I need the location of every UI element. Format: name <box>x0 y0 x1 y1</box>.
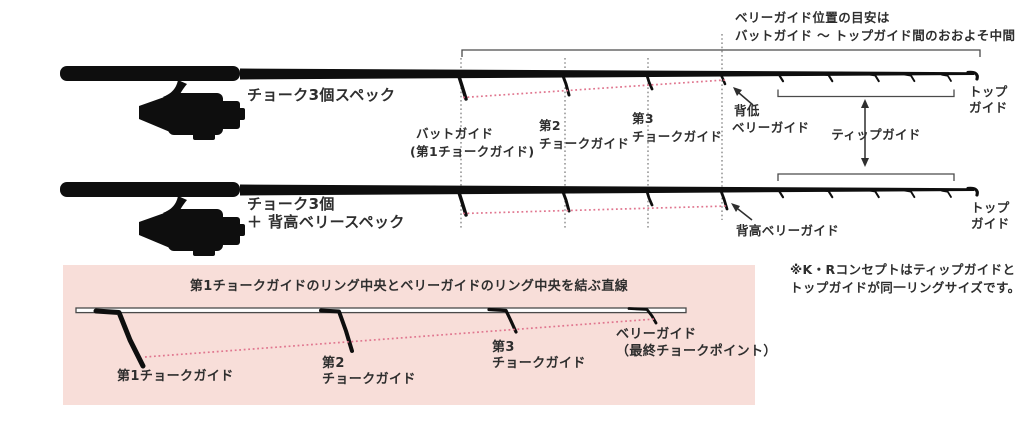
tip-guides-label: ティップガイド <box>831 127 921 142</box>
rod1-illustration <box>60 66 979 140</box>
rod1-choke2-label-line2: チョークガイド <box>539 136 630 151</box>
rod1-choke3-label-line2: チョークガイド <box>632 129 723 144</box>
rod1-handle <box>60 66 238 81</box>
rod2-choke-guides <box>449 188 729 217</box>
belly-position-note-line1: ベリーガイド位置の目安は <box>735 10 890 25</box>
rod2-blank <box>240 184 974 196</box>
panel-title: 第1チョークガイドのリング中央とベリーガイドのリング中央を結ぶ直線 <box>189 279 629 294</box>
rod1-choke-guides <box>449 72 727 101</box>
rod2-tip-guide-bracket <box>777 173 955 181</box>
rod2-handle <box>60 182 238 197</box>
rod1-belly-label-line2: ベリーガイド <box>732 120 810 135</box>
rod1-top-guide-label-line2: ガイド <box>969 100 1008 115</box>
rod1-choke-connection-line <box>462 79 726 99</box>
rod1-top-guide-label-line1: トップ <box>969 84 1008 99</box>
reel-icon <box>139 80 245 140</box>
rod2-foregrip <box>196 182 240 197</box>
rod1-belly-pointer-arrow <box>733 87 754 106</box>
dashed-guide-position-lines <box>460 34 723 228</box>
rod1-tip-guide-bracket <box>777 89 955 98</box>
rod1-blank <box>240 68 974 80</box>
tip-guide-double-arrow <box>861 99 869 167</box>
rod2-belly-label: 背高ベリーガイド <box>736 223 840 238</box>
panel-rod-blank <box>75 307 687 314</box>
belly-position-note-line2: バットガイド ～ トップガイド間のおおよそ中間 <box>735 28 1016 43</box>
rod2-spec-label-line1: チョーク3個 <box>247 195 335 213</box>
rod2-tip-guides <box>770 188 952 199</box>
panel-guide2-label-line1: 第2 <box>322 356 345 371</box>
rod2-top-guide <box>966 186 979 197</box>
rod1-tip-guides <box>770 72 952 83</box>
panel-guide2-label-line2: チョークガイド <box>322 372 416 387</box>
panel-guide3-label-line1: 第3 <box>492 340 515 355</box>
rod2-belly-pointer-arrow <box>731 203 753 221</box>
explanation-panel <box>63 265 755 405</box>
panel-guide1-label: 第1チョークガイド <box>117 369 234 384</box>
rod2-top-guide-label-line1: トップ <box>971 200 1010 215</box>
rod1-spec-label: チョーク3個スペック <box>247 86 396 104</box>
panel-choke-guides <box>93 307 658 369</box>
rod1-foregrip <box>196 66 240 81</box>
rod1-choke3-label-line1: 第3 <box>632 111 654 126</box>
kr-concept-footnote-line2: トップガイドが同一リングサイズです。 <box>790 280 1021 295</box>
rod1-choke2-label-line1: 第2 <box>539 118 561 133</box>
rod1-top-guide <box>966 70 979 81</box>
panel-belly-label-line1: ベリーガイド <box>616 327 697 342</box>
rod2-choke-connection-line <box>462 205 728 215</box>
rod2-illustration <box>60 173 979 256</box>
rod1-belly-label-line1: 背低 <box>734 103 760 118</box>
reel-icon <box>139 196 245 256</box>
panel-guide3-label-line2: チョークガイド <box>492 356 586 371</box>
butt-guide-label-line2: (第1チョークガイド) <box>410 144 535 159</box>
panel-rod-illustration <box>75 307 687 369</box>
rod2-top-guide-label-line2: ガイド <box>971 216 1010 231</box>
butt-guide-label-line1: バットガイド <box>416 126 494 141</box>
butt-to-top-measurement-bracket <box>461 49 981 57</box>
rod2-spec-label-line2: ＋ 背高ベリースペック <box>247 213 405 231</box>
panel-belly-label-line2: （最終チョークポイント） <box>616 344 777 359</box>
kr-concept-footnote-line1: ※K・Rコンセプトはティップガイドと <box>790 262 1016 277</box>
